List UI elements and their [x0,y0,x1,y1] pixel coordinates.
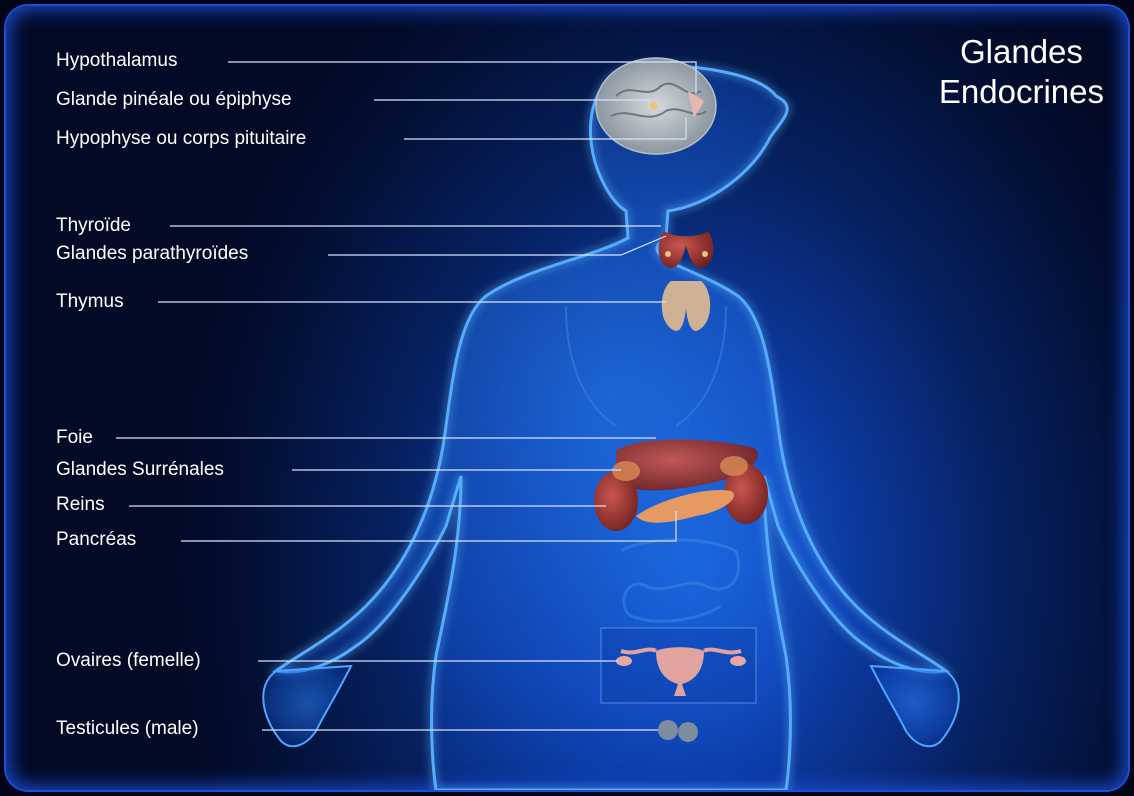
label-pituitary: Hypophyse ou corps pituitaire [56,128,306,150]
thyroid-gland [659,231,714,268]
testis-right [678,722,698,742]
label-hypothalamus: Hypothalamus [56,50,177,72]
testis-left [658,720,678,740]
label-testes: Testicules (male) [56,718,199,740]
label-pancreas: Pancréas [56,529,136,551]
label-kidneys: Reins [56,494,105,516]
label-liver: Foie [56,427,93,449]
label-adrenal: Glandes Surrénales [56,459,224,481]
ovary-right [730,656,746,666]
title-line-1: Glandes [939,32,1104,72]
label-thyroid: Thyroïde [56,215,131,237]
diagram-title: Glandes Endocrines [939,32,1104,112]
label-thymus: Thymus [56,291,124,313]
label-pineal: Glande pinéale ou épiphyse [56,89,292,111]
label-parathyroid: Glandes parathyroïdes [56,243,248,265]
body-illustration [6,6,1128,790]
title-line-2: Endocrines [939,72,1104,112]
diagram-frame: Glandes Endocrines Hypothalamus Glande p… [6,6,1128,790]
ovary-left [616,656,632,666]
pineal-gland [650,102,658,110]
label-ovaries: Ovaires (femelle) [56,650,201,672]
